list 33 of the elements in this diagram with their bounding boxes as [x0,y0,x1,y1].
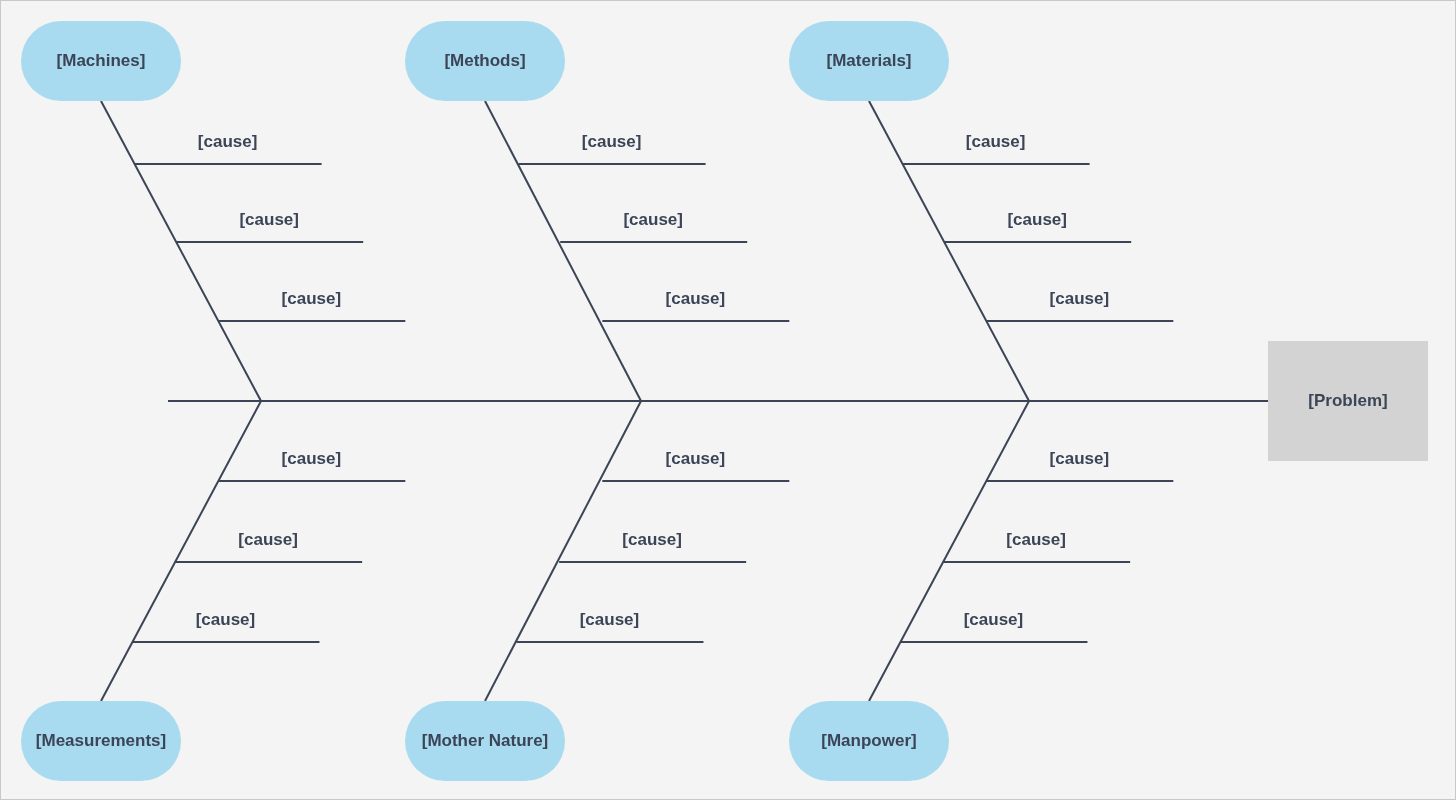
cause-label: [cause] [665,289,726,309]
category-label: [Machines] [56,51,146,71]
problem-box [1268,341,1428,461]
bone-line [484,100,642,402]
cause-label: [cause] [238,530,298,550]
cause-label: [cause] [579,610,640,630]
cause-label: [cause] [622,530,682,550]
cause-label: [cause] [1049,449,1110,469]
cause-label: [cause] [281,289,342,309]
cause-label: [cause] [1007,210,1067,230]
category-label: [Mother Nature] [421,731,549,751]
bone-line [100,100,262,402]
cause-label: [cause] [965,132,1026,152]
cause-label: [cause] [281,449,342,469]
category-label: [Measurements] [35,731,167,751]
cause-label: [cause] [665,449,726,469]
cause-label: [cause] [623,210,683,230]
spine-line [167,400,1269,402]
bone-line [868,100,1030,402]
bone-line [100,400,262,702]
category-label: [Methods] [444,51,526,71]
cause-label: [cause] [197,132,258,152]
category-label: [Manpower] [821,731,917,751]
bone-line [868,400,1030,702]
cause-label: [cause] [963,610,1024,630]
cause-label: [cause] [1049,289,1110,309]
category-label: [Materials] [826,51,912,71]
cause-label: [cause] [1006,530,1066,550]
category-label: [Problem] [1308,391,1388,411]
cause-label: [cause] [581,132,642,152]
cause-label: [cause] [239,210,299,230]
cause-label: [cause] [195,610,256,630]
bone-line [484,400,642,702]
